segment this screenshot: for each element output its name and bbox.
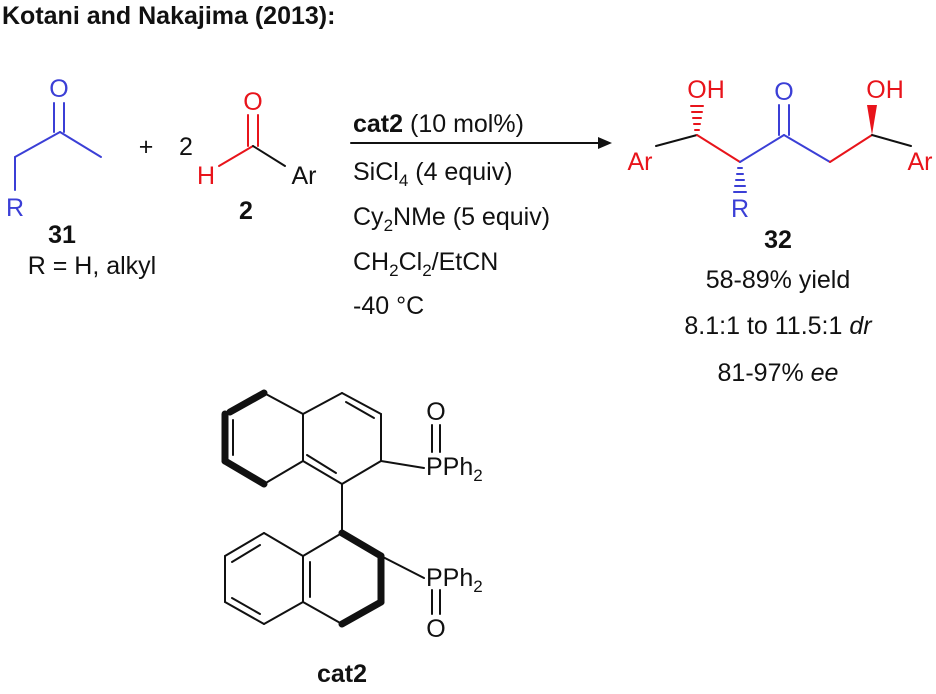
bond-c-ch2 [14,131,61,158]
scheme-title: Kotani and Nakajima (2013): [2,2,335,30]
ketone-31-structure [14,102,102,191]
condition-catalyst-loading: (10 mol%) [410,110,524,138]
plus-sign: + [139,133,154,161]
product-hydroxyl-left: OH [687,76,725,104]
product-hydroxyl-right: OH [866,76,904,104]
ketone-oxygen: O [49,75,68,103]
product-r-group: R [731,195,749,223]
reaction-arrow [350,137,612,149]
catalyst-top-oxygen: O [426,398,445,426]
product-32-structure [655,104,912,193]
ketone-caption: R = H, alkyl [28,252,157,280]
bond-c5-ar [871,134,912,147]
conditions-line-5: -40 °C [353,292,424,320]
conditions-line-2: SiCl4 (4 equiv) [353,158,513,190]
compound-number-32: 32 [764,226,792,254]
bond-c3-c4 [783,134,831,163]
condition-catalyst: cat2 [353,110,403,138]
compound-number-31: 31 [48,221,76,249]
bond-c2-c3 [739,134,785,163]
product-carbonyl-oxygen: O [774,78,793,106]
aldehyde-coefficient: 2 [179,133,193,161]
catalyst-label: cat2 [317,660,367,688]
ketone-r-group: R [6,194,24,222]
aldehyde-2-structure [218,114,286,167]
aldehyde-aryl: Ar [292,162,317,190]
catalyst-top-phosphine: PPh2 [426,453,483,485]
catalyst-structure [221,389,441,628]
aldehyde-hydrogen: H [197,162,215,190]
condition-space [403,110,410,138]
bond-ar-c1 [655,134,698,147]
solid-wedge-oh-right [867,105,877,135]
hashed-wedge-oh-left [690,105,704,131]
product-aryl-right: Ar [908,148,933,176]
product-aryl-left: Ar [628,148,653,176]
catalyst-bottom-oxygen: O [426,615,445,643]
catalyst-bottom-phosphine: PPh2 [426,564,483,596]
conditions-line-1: cat2 (10 mol%) [353,110,524,138]
bond-c-methyl [59,131,102,158]
conditions-line-3: Cy2NMe (5 equiv) [353,203,550,235]
bond-c4-c5 [829,134,873,163]
conditions-line-4: CH2Cl2/EtCN [353,248,498,280]
bond-c-h [218,145,254,167]
hashed-wedge-r [733,167,747,193]
bond-c-ar [252,145,286,167]
product-diastereoselectivity: 8.1:1 to 11.5:1 dr [684,312,873,340]
product-enantioselectivity: 81-97% ee [718,359,839,387]
bond-c1-c2 [696,134,741,163]
product-yield: 58-89% yield [706,266,851,294]
aldehyde-oxygen: O [243,88,262,116]
compound-number-2: 2 [239,197,253,225]
